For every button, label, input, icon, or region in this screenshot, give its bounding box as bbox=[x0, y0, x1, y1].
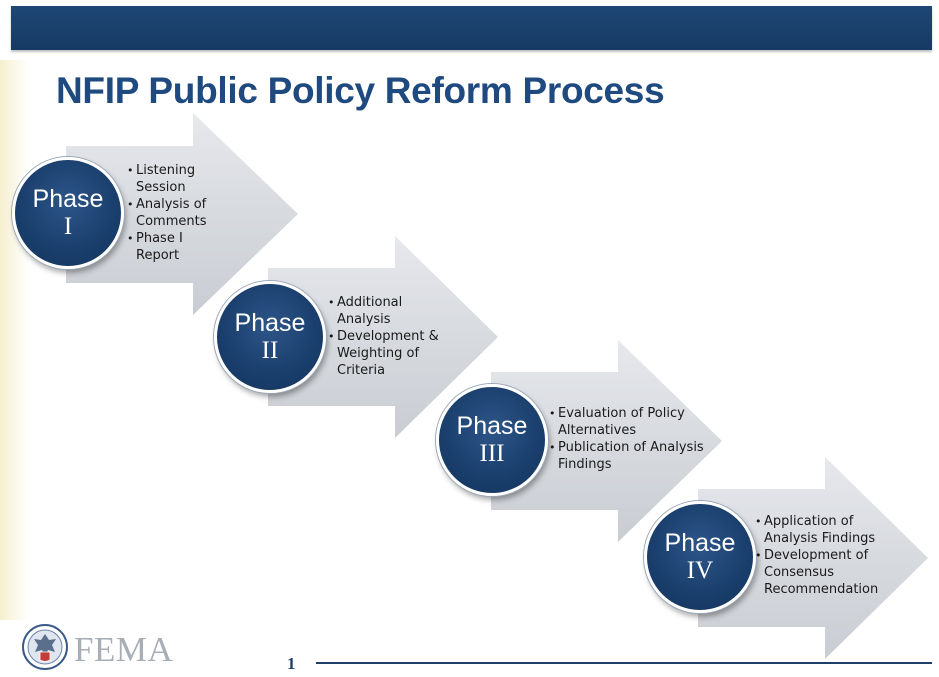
phase-3-label: Phase bbox=[456, 412, 528, 440]
slide-title: NFIP Public Policy Reform Process bbox=[56, 70, 665, 111]
phase-2-bullet: Additional Analysis bbox=[328, 294, 443, 328]
phase-3-bullet: Evaluation of Policy Alternatives bbox=[549, 405, 709, 439]
phase-1-bullet: Listening Session bbox=[127, 162, 227, 196]
phase-3-numeral: III bbox=[479, 440, 505, 467]
phase-1-bullet: Phase I Report bbox=[127, 230, 227, 264]
phase-2-label: Phase bbox=[234, 309, 306, 337]
phase-3-bullet: Publication of Analysis Findings bbox=[549, 439, 709, 473]
phase-1-numeral: I bbox=[63, 213, 73, 240]
phase-3-bullets: Evaluation of Policy Alternatives Public… bbox=[549, 405, 709, 473]
phase-1-bullets: Listening Session Analysis of Comments P… bbox=[127, 162, 227, 264]
footer-rule bbox=[316, 662, 932, 664]
phase-4-label: Phase bbox=[664, 529, 736, 557]
phase-4-circle: Phase IV bbox=[644, 501, 756, 613]
phase-2-bullet: Development & Weighting of Criteria bbox=[328, 328, 443, 379]
phase-1-circle: Phase I bbox=[12, 157, 124, 269]
fema-logo: FEMA bbox=[74, 630, 174, 669]
phase-1-bullet: Analysis of Comments bbox=[127, 196, 227, 230]
phase-4-numeral: IV bbox=[686, 557, 714, 584]
phase-4-bullet: Application of Analysis Findings bbox=[755, 513, 905, 547]
phase-2-bullets: Additional Analysis Development & Weight… bbox=[328, 294, 443, 379]
decorative-side-stripe bbox=[0, 60, 30, 620]
page-number: 1 bbox=[287, 654, 296, 673]
phase-2-numeral: II bbox=[261, 337, 279, 364]
dhs-seal-icon bbox=[22, 624, 68, 670]
phase-4-bullet: Development of Consensus Recommendation bbox=[755, 547, 905, 598]
phase-2-circle: Phase II bbox=[214, 281, 326, 393]
header-bar bbox=[11, 6, 932, 50]
phase-1-label: Phase bbox=[32, 185, 104, 213]
phase-4-bullets: Application of Analysis Findings Develop… bbox=[755, 513, 905, 598]
phase-3-circle: Phase III bbox=[436, 384, 548, 496]
